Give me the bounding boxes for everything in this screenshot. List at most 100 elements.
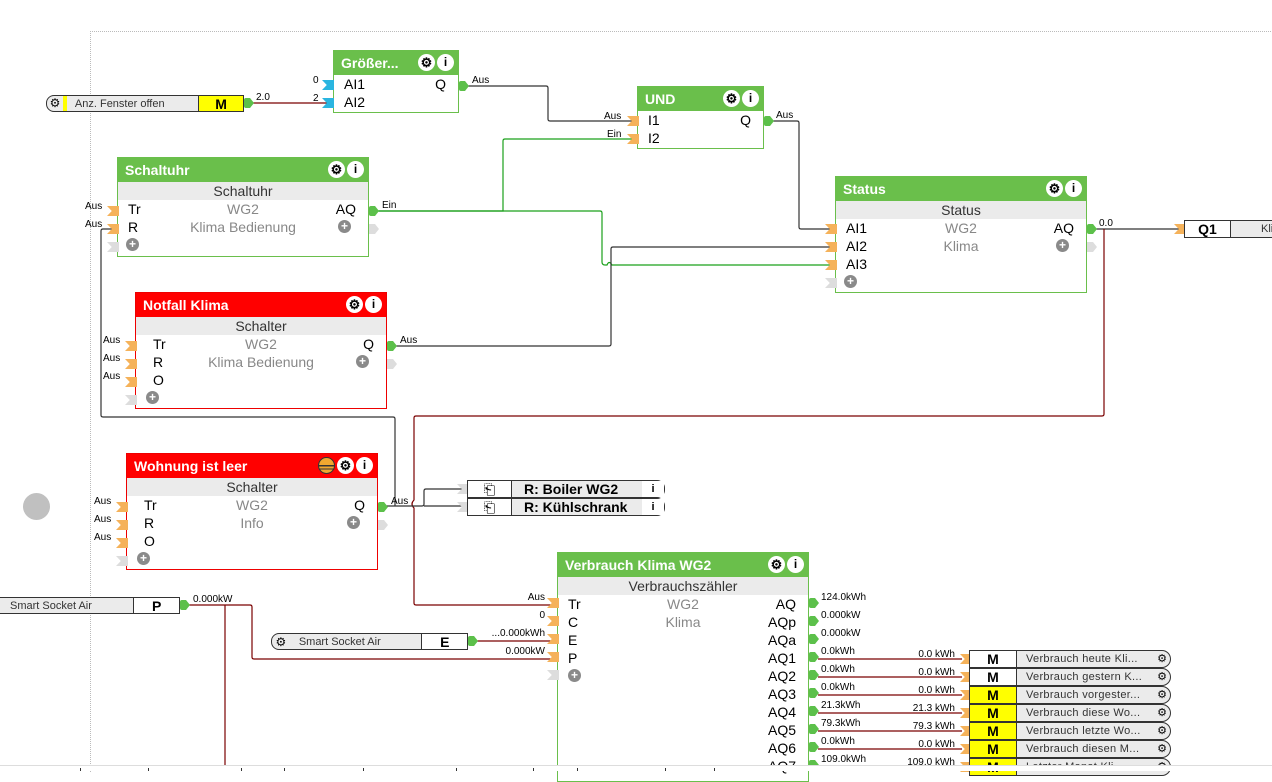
output-port[interactable]: [809, 742, 819, 752]
gear-icon[interactable]: ⚙: [1157, 725, 1167, 737]
input-port[interactable]: [457, 484, 469, 494]
add-input-icon[interactable]: +: [568, 669, 581, 682]
input-port[interactable]: [107, 224, 119, 234]
input-port[interactable]: [960, 672, 972, 682]
gear-icon[interactable]: ⚙: [1157, 689, 1167, 701]
info-icon[interactable]: i: [347, 161, 364, 178]
output-port[interactable]: [244, 98, 254, 108]
input-smart-socket-p[interactable]: Smart Socket Air P: [0, 597, 180, 614]
gear-icon[interactable]: ⚙: [1157, 653, 1167, 665]
input-port[interactable]: [960, 690, 972, 700]
gear-icon[interactable]: ⚙: [328, 161, 345, 178]
input-port[interactable]: [547, 616, 559, 626]
input-port[interactable]: [547, 634, 559, 644]
gear-icon[interactable]: ⚙: [1157, 743, 1167, 755]
block-title[interactable]: Verbrauch Klima WG2 ⚙i: [558, 553, 808, 577]
gear-icon[interactable]: ⚙: [768, 556, 785, 573]
input-port[interactable]: [125, 377, 137, 387]
gear-icon[interactable]: ⚙: [49, 95, 61, 110]
add-output-icon[interactable]: +: [338, 220, 351, 233]
bottom-scrollbar[interactable]: [0, 765, 1272, 771]
output-port[interactable]: [180, 600, 190, 610]
input-port[interactable]: [960, 708, 972, 718]
output-port[interactable]: [369, 206, 379, 216]
input-port[interactable]: [960, 726, 972, 736]
input-port[interactable]: [125, 359, 137, 369]
info-icon[interactable]: i: [365, 296, 382, 313]
input-port-empty[interactable]: [547, 670, 559, 680]
input-port[interactable]: [116, 502, 128, 512]
add-input-icon[interactable]: +: [126, 238, 139, 251]
gear-icon[interactable]: ⚙: [275, 634, 287, 649]
output-port[interactable]: [809, 634, 819, 644]
gear-icon[interactable]: ⚙: [337, 457, 354, 474]
info-icon[interactable]: i: [356, 457, 373, 474]
input-port-empty[interactable]: [107, 242, 119, 252]
add-input-icon[interactable]: +: [844, 275, 857, 288]
input-port[interactable]: [457, 502, 469, 512]
input-port[interactable]: [547, 652, 559, 662]
output-port-empty[interactable]: [369, 224, 379, 234]
input-anz-fenster-offen[interactable]: ⚙ Anz. Fenster offen M: [46, 95, 244, 112]
input-port[interactable]: [1174, 224, 1186, 234]
gear-icon[interactable]: ⚙: [723, 90, 740, 107]
info-icon[interactable]: i: [642, 499, 664, 515]
output-port-empty[interactable]: [387, 359, 397, 369]
input-port[interactable]: [125, 341, 137, 351]
input-port[interactable]: [825, 242, 837, 252]
input-port[interactable]: [825, 260, 837, 270]
input-port[interactable]: [107, 206, 119, 216]
gear-icon[interactable]: ⚙: [1157, 671, 1167, 683]
gear-icon[interactable]: ⚙: [1046, 180, 1063, 197]
block-title[interactable]: Wohnung ist leer ⚙i: [127, 454, 377, 478]
output-port-empty[interactable]: [1087, 242, 1097, 252]
gear-icon[interactable]: ⚙: [1157, 707, 1167, 719]
input-smart-socket-e[interactable]: ⚙ Smart Socket Air E: [271, 633, 468, 650]
add-input-icon[interactable]: +: [137, 552, 150, 565]
output-port[interactable]: [809, 706, 819, 716]
output-port[interactable]: [809, 616, 819, 626]
input-port[interactable]: [627, 116, 639, 126]
info-icon[interactable]: i: [787, 556, 804, 573]
input-port[interactable]: [960, 654, 972, 664]
output-port[interactable]: [809, 670, 819, 680]
input-port-empty[interactable]: [116, 556, 128, 566]
block-title[interactable]: Schaltuhr ⚙i: [118, 158, 368, 182]
input-port-empty[interactable]: [825, 278, 837, 288]
output-port[interactable]: [378, 502, 388, 512]
input-port[interactable]: [547, 598, 559, 608]
output-port[interactable]: [809, 688, 819, 698]
output-port[interactable]: [1087, 224, 1097, 234]
block-verbrauch-klima[interactable]: Verbrauch Klima WG2 ⚙i Verbrauchszähler …: [557, 552, 809, 782]
output-ref-boiler[interactable]: ⎗ R: Boiler WG2 i: [467, 480, 665, 498]
input-port[interactable]: [960, 744, 972, 754]
output-port[interactable]: [387, 341, 397, 351]
info-icon[interactable]: i: [1065, 180, 1082, 197]
input-port[interactable]: [322, 98, 334, 108]
add-output-icon[interactable]: +: [347, 516, 360, 529]
output-port-empty[interactable]: [378, 520, 388, 530]
block-title[interactable]: Notfall Klima ⚙i: [136, 293, 386, 317]
input-port[interactable]: [322, 80, 334, 90]
block-title[interactable]: UND ⚙i: [638, 87, 763, 111]
block-title[interactable]: Größer... ⚙i: [334, 51, 458, 75]
output-port[interactable]: [809, 598, 819, 608]
output-q1[interactable]: Q1 Kli: [1184, 220, 1272, 238]
input-port[interactable]: [116, 520, 128, 530]
output-port[interactable]: [468, 636, 478, 646]
input-port-empty[interactable]: [125, 395, 137, 405]
grey-circle-button[interactable]: [23, 493, 50, 520]
gear-icon[interactable]: ⚙: [418, 54, 435, 71]
input-port[interactable]: [116, 538, 128, 548]
output-port[interactable]: [809, 652, 819, 662]
